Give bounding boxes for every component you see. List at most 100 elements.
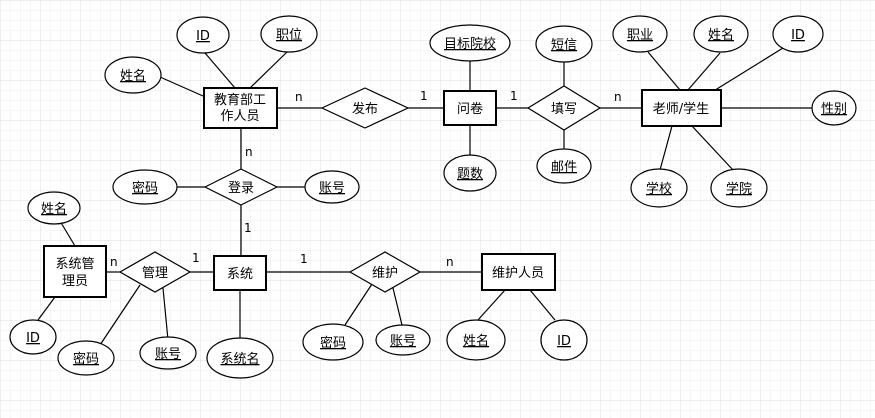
attribute-tx-youjian[interactable]: 邮件 bbox=[536, 148, 592, 184]
attribute-sys-name-label: 系统名 bbox=[220, 351, 259, 367]
attribute-wj-tishu-label: 题数 bbox=[457, 167, 483, 182]
cardinality-labels: n 1 1 n n 1 n 1 1 n bbox=[110, 89, 622, 269]
attribute-m-id[interactable]: ID bbox=[540, 319, 588, 361]
attribute-wj-tishu[interactable]: 题数 bbox=[443, 154, 497, 192]
cardinality-weihu-maint: n bbox=[446, 255, 454, 269]
attribute-sys-name[interactable]: 系统名 bbox=[206, 337, 274, 379]
relationship-tianxie-label: 填写 bbox=[551, 102, 577, 117]
entity-admin-label-line-2: 理员 bbox=[62, 274, 88, 289]
attribute-wh-mima-label: 密码 bbox=[320, 335, 346, 351]
relationship-denglu[interactable]: 登录 bbox=[203, 168, 279, 206]
attribute-gl-mima[interactable]: 密码 bbox=[57, 340, 115, 376]
cardinality-tianxie-teacher: n bbox=[614, 90, 622, 104]
line-gl-zhanghao bbox=[162, 287, 169, 341]
attribute-t-id[interactable]: ID bbox=[772, 15, 824, 53]
entity-maint[interactable]: 维护人员 bbox=[481, 253, 556, 291]
attribute-ad-xingming[interactable]: 姓名 bbox=[27, 191, 81, 225]
relationship-weihu-label: 维护 bbox=[372, 266, 398, 281]
line-ad-id bbox=[37, 296, 56, 321]
attribute-t-xingbie-label: 性别 bbox=[821, 102, 847, 117]
entity-edu[interactable]: 教育部工 作人员 bbox=[203, 87, 278, 129]
line-t-zhiye bbox=[647, 51, 681, 91]
relationship-guanli-label: 管理 bbox=[142, 266, 168, 281]
attribute-gl-zhanghao[interactable]: 账号 bbox=[139, 336, 197, 370]
line-t-xueyuan bbox=[691, 125, 734, 171]
attribute-tx-youjian-label: 邮件 bbox=[551, 160, 577, 175]
attribute-wh-mima[interactable]: 密码 bbox=[302, 323, 364, 361]
attribute-t-xuexiao-label: 学校 bbox=[646, 181, 672, 197]
attribute-dl-mima-label: 密码 bbox=[132, 180, 158, 196]
entity-edu-label-line-1: 教育部工 bbox=[214, 92, 266, 108]
attribute-t-zhiye[interactable]: 职业 bbox=[612, 15, 668, 53]
attribute-ad-id[interactable]: ID bbox=[9, 319, 57, 355]
entity-wenjuan[interactable]: 问卷 bbox=[443, 90, 497, 126]
line-t-id bbox=[711, 47, 784, 93]
attribute-t-xingbie[interactable]: 性别 bbox=[811, 90, 857, 126]
cardinality-admin-guanli: n bbox=[110, 255, 118, 269]
attribute-wj-mubiao-label: 目标院校 bbox=[444, 36, 496, 52]
cardinality-guanli-system: 1 bbox=[192, 251, 200, 265]
line-t-xuexiao bbox=[659, 125, 673, 171]
line-edu-xingming bbox=[159, 76, 204, 97]
attribute-wj-mubiao[interactable]: 目标院校 bbox=[429, 24, 511, 62]
attribute-gl-zhanghao-label: 账号 bbox=[155, 347, 181, 362]
entity-edu-label-line-2: 作人员 bbox=[220, 109, 259, 124]
relationship-guanli[interactable]: 管理 bbox=[118, 251, 192, 293]
attribute-edu-zhiwei-label: 职位 bbox=[276, 28, 302, 43]
line-ad-xingming bbox=[59, 220, 76, 247]
attribute-m-xingming-label: 姓名 bbox=[463, 333, 489, 349]
line-t-xingming bbox=[687, 52, 721, 91]
cardinality-system-weihu: 1 bbox=[300, 252, 308, 266]
attribute-t-zhiye-label: 职业 bbox=[627, 28, 653, 43]
line-m-xingming bbox=[477, 289, 506, 321]
cardinality-denglu-system: 1 bbox=[244, 221, 252, 235]
attribute-t-xingming-label: 姓名 bbox=[708, 27, 734, 43]
entity-admin-label-line-1: 系统管 bbox=[55, 257, 94, 272]
attribute-dl-mima[interactable]: 密码 bbox=[112, 169, 178, 205]
entity-admin[interactable]: 系统管 理员 bbox=[43, 245, 107, 298]
relationship-denglu-label: 登录 bbox=[228, 181, 254, 196]
relationship-weihu[interactable]: 维护 bbox=[348, 251, 422, 293]
attribute-t-xueyuan-label: 学院 bbox=[726, 181, 752, 197]
attribute-edu-xingming-label: 姓名 bbox=[120, 68, 146, 84]
cardinality-fabu-wenjuan: 1 bbox=[420, 89, 428, 103]
attribute-m-xingming[interactable]: 姓名 bbox=[446, 319, 506, 361]
attribute-ad-id-label: ID bbox=[26, 331, 40, 346]
attribute-t-xingming[interactable]: 姓名 bbox=[693, 15, 749, 53]
cardinality-edu-fabu: n bbox=[295, 90, 303, 104]
cardinality-wenjuan-tianxie: 1 bbox=[510, 89, 518, 103]
attribute-t-xueyuan[interactable]: 学院 bbox=[710, 168, 768, 208]
attribute-dl-zhanghao-label: 账号 bbox=[319, 181, 345, 196]
attribute-wh-zhanghao-label: 账号 bbox=[390, 334, 416, 349]
attribute-t-id-label: ID bbox=[791, 28, 805, 43]
attribute-dl-zhanghao[interactable]: 账号 bbox=[304, 170, 360, 204]
line-gl-mima bbox=[99, 284, 141, 346]
entity-wenjuan-label: 问卷 bbox=[457, 101, 483, 117]
line-edu-zhiwei bbox=[249, 51, 288, 89]
relationship-fabu-label: 发布 bbox=[352, 101, 378, 117]
attribute-ad-xingming-label: 姓名 bbox=[41, 201, 67, 217]
attribute-m-id-label: ID bbox=[557, 334, 571, 349]
cardinality-edu-denglu: n bbox=[245, 145, 253, 159]
relationship-tianxie[interactable]: 填写 bbox=[526, 85, 602, 131]
connector-lines bbox=[37, 47, 815, 346]
attribute-tx-duanxin-label: 短信 bbox=[551, 38, 577, 53]
attribute-edu-id-label: ID bbox=[196, 29, 210, 44]
attribute-wh-zhanghao[interactable]: 账号 bbox=[375, 324, 431, 356]
attribute-tx-duanxin[interactable]: 短信 bbox=[535, 25, 593, 63]
line-m-id bbox=[529, 289, 556, 321]
attribute-edu-id[interactable]: ID bbox=[176, 16, 230, 54]
entity-system-label: 系统 bbox=[227, 267, 253, 282]
relationship-fabu[interactable]: 发布 bbox=[320, 87, 410, 129]
attribute-edu-zhiwei[interactable]: 职位 bbox=[260, 15, 318, 53]
entity-teacher-label: 老师/学生 bbox=[653, 101, 709, 117]
entity-teacher[interactable]: 老师/学生 bbox=[641, 89, 722, 127]
entity-system[interactable]: 系统 bbox=[213, 255, 267, 291]
attribute-edu-xingming[interactable]: 姓名 bbox=[104, 56, 162, 94]
entity-maint-label: 维护人员 bbox=[492, 266, 544, 281]
line-wh-mima bbox=[344, 283, 373, 326]
line-edu-id bbox=[204, 52, 236, 89]
attribute-t-xuexiao[interactable]: 学校 bbox=[630, 168, 688, 208]
line-wh-zhanghao bbox=[391, 283, 403, 326]
